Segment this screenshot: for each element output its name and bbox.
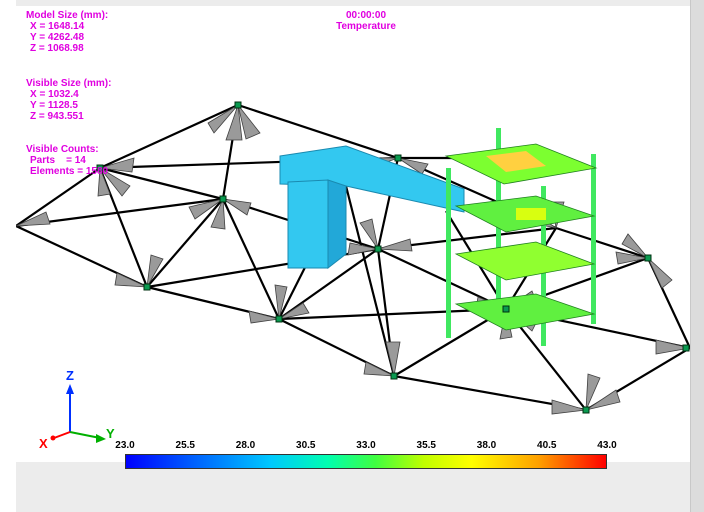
legend-tick-label: 25.5 — [175, 440, 195, 451]
time-header: 00:00:00 Temperature — [316, 10, 416, 32]
visible-size-heading: Visible Size (mm): — [26, 78, 112, 89]
visible-size-z: Z = 943.551 — [30, 111, 84, 122]
time-readout: 00:00:00 — [345, 10, 387, 21]
temperature-legend: 23.0 25.5 28.0 30.5 33.0 35.5 38.0 40.5 43.0 — [110, 440, 617, 480]
axis-label-y: Y — [106, 426, 115, 441]
legend-tick-label: 30.5 — [296, 440, 316, 451]
visible-size-x: X = 1032.4 — [30, 89, 79, 100]
legend-tick-label: 33.0 — [356, 440, 376, 451]
legend-tick-label: 40.5 — [537, 440, 557, 451]
truss-nodes — [96, 101, 690, 414]
model-size-heading: Model Size (mm): — [26, 10, 109, 21]
axis-triad — [50, 384, 106, 443]
model-size-z: Z = 1068.98 — [30, 43, 84, 54]
model-size-y: Y = 4262.48 — [30, 32, 85, 43]
legend-tick-label: 43.0 — [597, 440, 617, 451]
equipment-rack — [444, 128, 598, 346]
visible-parts: Parts = 14 — [30, 155, 86, 166]
visible-size-y: Y = 1128.5 — [30, 100, 78, 111]
left-margin — [0, 0, 16, 512]
legend-tick-label: 23.0 — [115, 440, 135, 451]
truss-model[interactable] — [16, 6, 690, 462]
visible-elements: Elements = 1580 — [30, 166, 109, 177]
right-scrollbar[interactable] — [690, 0, 704, 512]
legend-tick-label: 38.0 — [476, 440, 497, 451]
legend-color-bar — [125, 454, 607, 469]
blue-component — [279, 145, 465, 270]
visible-counts-heading: Visible Counts: — [26, 144, 99, 155]
model-size-x: X = 1648.14 — [30, 21, 85, 32]
legend-tick-label: 28.0 — [235, 440, 256, 451]
axis-label-x: X — [39, 436, 48, 451]
axis-label-z: Z — [66, 368, 74, 383]
legend-tick-label: 35.5 — [416, 440, 436, 451]
result-name: Temperature — [336, 21, 396, 32]
